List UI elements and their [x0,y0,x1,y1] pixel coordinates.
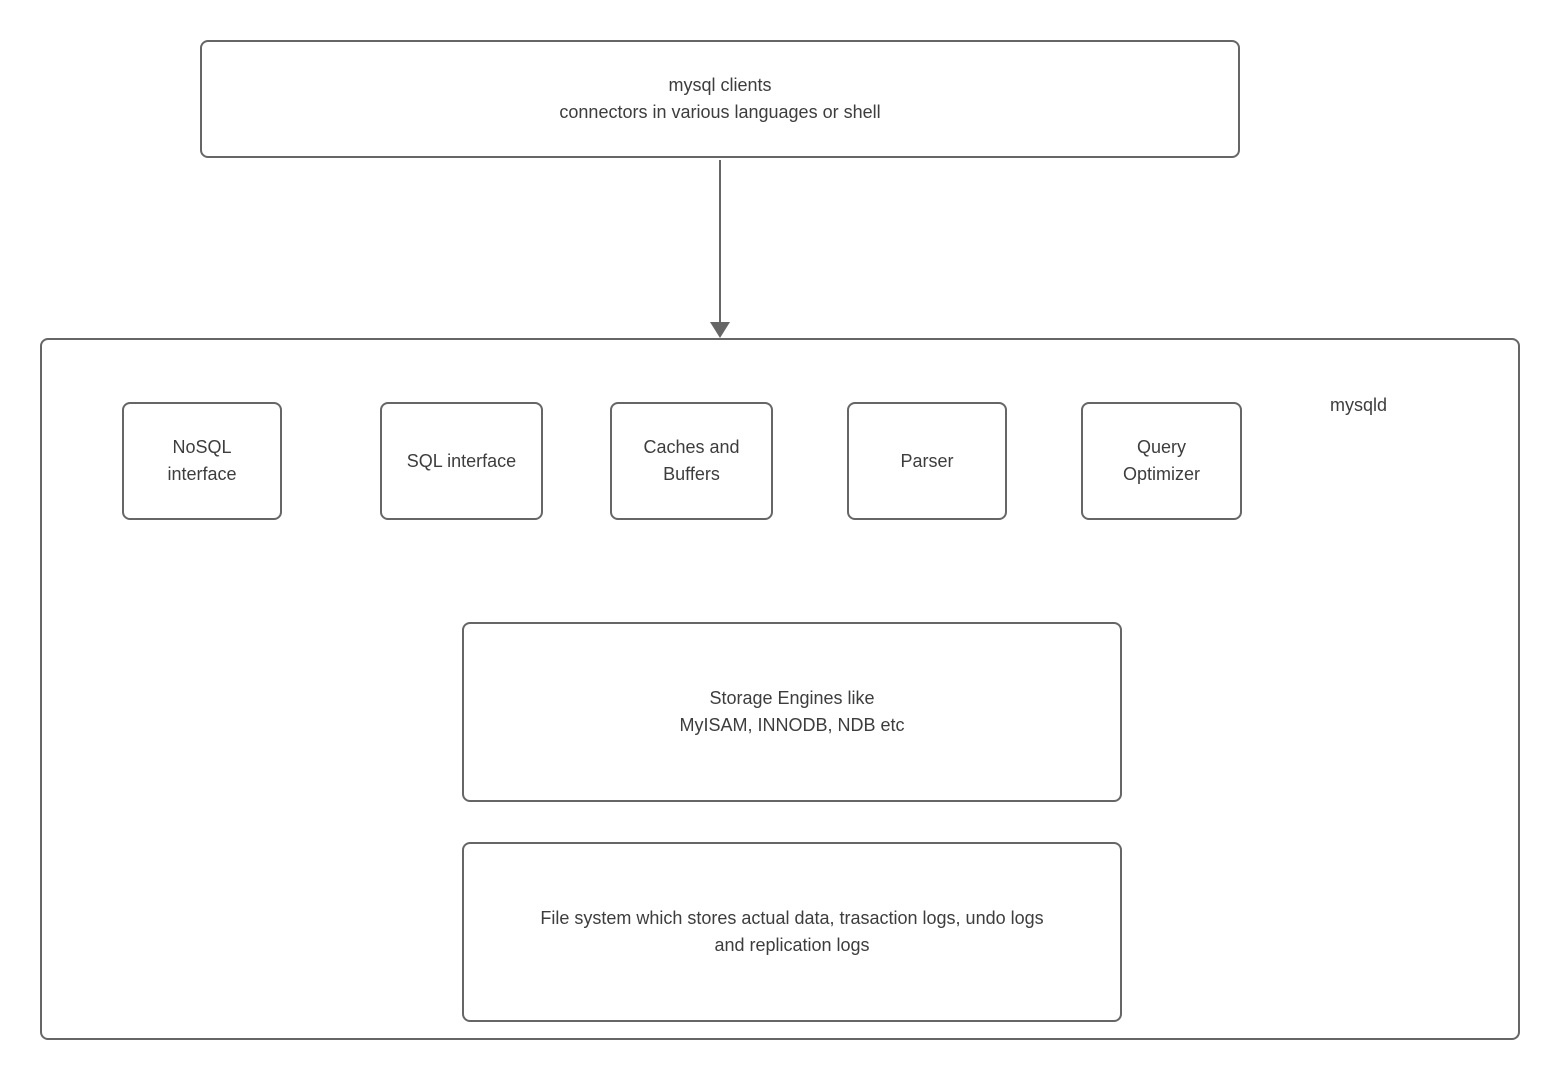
client-to-mysqld-arrow-line [719,160,721,324]
storage-engines-label: Storage Engines like MyISAM, INNODB, NDB… [679,688,905,735]
parser-node: Parser [847,402,1007,520]
caches-and-buffers-label: Caches and Buffers [643,437,740,484]
query-optimizer-label: Query Optimizer [1122,437,1200,484]
nosql-interface-label: NoSQL interface [167,437,237,484]
client-to-mysqld-arrow-head [710,322,730,338]
mysqld-label: mysqld [1330,395,1388,415]
mysql-clients-label: mysql clients connectors in various lang… [559,75,881,122]
sql-interface-node: SQL interface [380,402,543,520]
parser-label: Parser [900,450,954,471]
sql-interface-label: SQL interface [406,450,517,471]
mysqld-container-node: mysqld NoSQL interface SQL interface Cac… [40,338,1520,1040]
nosql-interface-node: NoSQL interface [122,402,282,520]
storage-engines-node: Storage Engines like MyISAM, INNODB, NDB… [462,622,1122,802]
file-system-label: File system which stores actual data, tr… [540,908,1044,955]
caches-and-buffers-node: Caches and Buffers [610,402,773,520]
file-system-node: File system which stores actual data, tr… [462,842,1122,1022]
query-optimizer-node: Query Optimizer [1081,402,1242,520]
mysql-clients-node: mysql clients connectors in various lang… [200,40,1240,158]
